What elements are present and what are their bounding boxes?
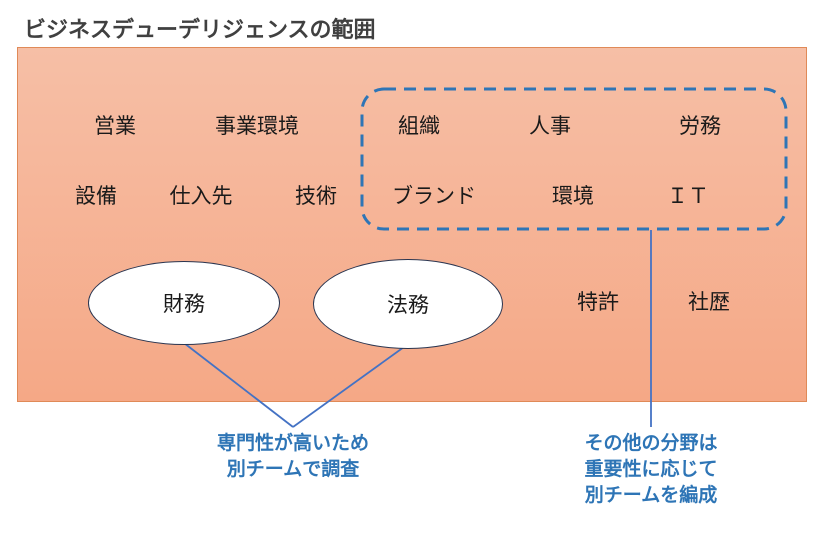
diagram-title: ビジネスデューデリジェンスの範囲 (24, 18, 376, 43)
scope-item-technology: 技術 (295, 184, 337, 208)
scope-item-equipment: 設備 (75, 184, 117, 208)
scope-item-brand: ブランド (392, 184, 476, 208)
ellipse-legal: 法務 (313, 259, 503, 349)
scope-item-sales: 営業 (94, 114, 136, 138)
other-note-line: その他の分野は (584, 432, 718, 454)
other-note-line: 重要性に応じて (584, 458, 718, 480)
scope-item-finance: 財務 (163, 292, 205, 316)
other-fields-dashed-group (360, 87, 788, 231)
scope-item-labor: 労務 (679, 114, 721, 138)
other-note-line: 別チームを編成 (584, 484, 718, 506)
scope-item-environment: 環境 (552, 184, 594, 208)
scope-item-suppliers: 仕入先 (169, 184, 233, 208)
scope-item-hr: 人事 (529, 114, 571, 138)
specialist-note-line: 専門性が高いため (216, 432, 370, 454)
scope-item-organization: 組織 (398, 114, 440, 138)
ellipse-finance: 財務 (88, 261, 280, 345)
scope-item-patents: 特許 (577, 290, 619, 314)
scope-item-legal: 法務 (387, 293, 429, 317)
specialist-note-line: 別チームで調査 (226, 458, 360, 480)
specialist-note: 専門性が高いため 別チームで調査 (217, 430, 369, 482)
finance-connector-line (183, 342, 294, 428)
scope-item-business-environment: 事業環境 (215, 114, 299, 138)
other-fields-note: その他の分野は 重要性に応じて 別チームを編成 (584, 430, 717, 508)
scope-item-company-history: 社歴 (688, 290, 730, 314)
legal-connector-line (292, 346, 405, 428)
scope-item-it: ＩＴ (667, 184, 709, 208)
